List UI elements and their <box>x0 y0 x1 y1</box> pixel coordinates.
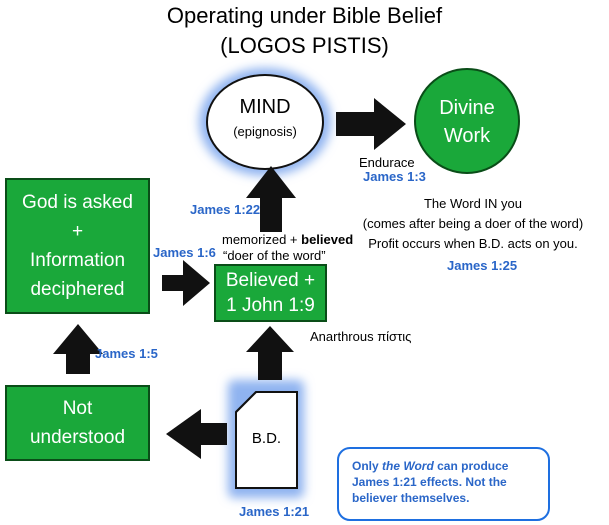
ref-james-1-6: James 1:6 <box>153 245 216 260</box>
believed-line2: 1 John 1:9 <box>226 295 315 316</box>
arrow-not-understood-to-god <box>53 324 103 374</box>
profit-line: Profit occurs when B.D. acts on you. <box>368 236 578 251</box>
ref-james-1-25: James 1:25 <box>447 258 518 273</box>
divine-work-circle <box>414 68 520 174</box>
believed-bold-text: believed <box>301 232 354 247</box>
callout-post: can produce James 1:21 effects. Not the … <box>352 459 509 505</box>
ref-james-1-5: James 1:5 <box>95 346 158 361</box>
divine-work-line1: Divine <box>439 97 495 119</box>
ref-james-1-22: James 1:22 <box>190 202 261 217</box>
divine-work-label: Divine Work <box>415 94 519 150</box>
endurace-label: Endurace <box>359 155 415 170</box>
word-in-you-note: The Word IN you (comes after being a doe… <box>340 194 606 254</box>
believed-line1: Believed + <box>225 270 316 291</box>
mind-ellipse <box>206 74 324 170</box>
callout-pre: Only <box>352 459 383 473</box>
not-understood-line1: Not <box>62 398 93 419</box>
arrow-bd-to-believed <box>246 326 294 380</box>
comes-after-line: (comes after being a doer of the word) <box>362 216 584 231</box>
god-asked-line4: deciphered <box>30 279 125 300</box>
doer-of-word-label: “doer of the word” <box>223 248 326 263</box>
bd-label: B.D. <box>251 430 282 447</box>
callout-italic: the Word <box>382 459 434 473</box>
not-understood-line2: understood <box>29 427 126 448</box>
mind-sublabel: (epignosis) <box>233 124 297 139</box>
ref-james-1-3: James 1:3 <box>363 169 426 184</box>
memorized-believed-label: memorized + believed <box>222 232 353 247</box>
bd-document-fold <box>235 391 257 413</box>
arrow-believed-to-mind <box>246 166 296 232</box>
god-asked-line3: Information <box>29 250 126 271</box>
god-asked-line2: + <box>71 221 84 242</box>
arrow-bd-to-not-understood <box>166 409 227 459</box>
anarthrous-label: Anarthrous πίστις <box>310 329 412 344</box>
memorized-text: memorized + <box>222 232 302 247</box>
ref-james-1-21: James 1:21 <box>239 504 310 519</box>
word-in-you-line: The Word IN you <box>423 196 523 211</box>
arrow-god-to-believed <box>162 260 210 306</box>
god-asked-line1: God is asked <box>22 192 133 213</box>
not-understood-box: Not understood <box>5 385 150 461</box>
callout-box <box>337 447 550 521</box>
diagram-title: Operating under Bible Belief <box>166 3 443 28</box>
arrow-mind-to-divine <box>336 98 406 150</box>
callout-text: Only the Word can produce James 1:21 eff… <box>352 458 540 506</box>
diagram-subtitle: (LOGOS PISTIS) <box>220 33 389 58</box>
god-asked-box: God is asked + Information deciphered <box>5 178 150 314</box>
mind-label: MIND <box>239 96 291 118</box>
divine-work-line2: Work <box>443 125 491 147</box>
believed-box: Believed + 1 John 1:9 <box>214 264 327 322</box>
